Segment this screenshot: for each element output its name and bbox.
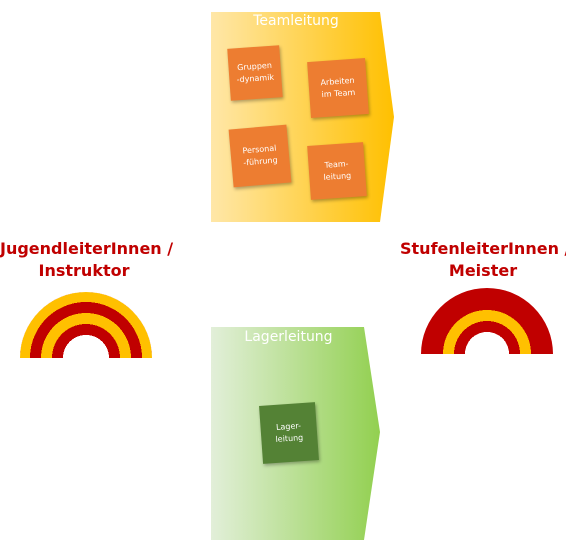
role-label-jugendleiter: JugendleiterInnen / Instruktor: [0, 238, 174, 282]
teamleitung-title: Teamleitung: [253, 13, 339, 29]
role-line: JugendleiterInnen /: [0, 239, 174, 258]
role-line: Instruktor: [38, 261, 130, 280]
teamleitung-arrow: [211, 12, 394, 222]
sticky-note-arbeiten-im-team: Arbeiten im Team: [307, 58, 369, 118]
note-line: leitung: [323, 171, 352, 182]
lagerleitung-title: Lagerleitung: [244, 329, 333, 345]
sticky-note-gruppendynamik: Gruppen -dynamik: [227, 45, 283, 101]
role-label-stufenleiter: StufenleiterInnen / Meister: [400, 238, 566, 282]
role-line: Meister: [448, 261, 518, 280]
sticky-note-lagerleitung: Lager- leitung: [259, 402, 319, 464]
note-line: -dynamik: [236, 72, 275, 85]
note-line: im Team: [321, 87, 356, 100]
sticky-note-personalfuehrung: Personal -führung: [228, 124, 292, 188]
sticky-note-teamleitung: Team- leitung: [307, 142, 367, 200]
note-line: leitung: [275, 433, 304, 444]
role-line: StufenleiterInnen /: [400, 239, 566, 258]
note-line: -führung: [242, 155, 278, 168]
